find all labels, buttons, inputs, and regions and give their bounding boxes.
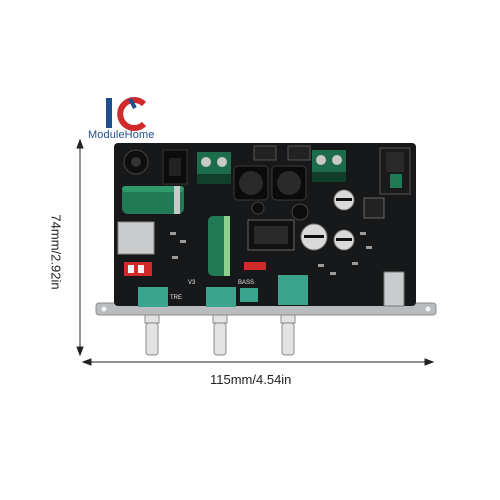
capacitor-green-left	[122, 186, 184, 214]
chip-top-1	[253, 145, 277, 161]
brand-logo	[86, 96, 176, 148]
chip-right	[363, 197, 385, 219]
height-dimension-line	[76, 138, 84, 357]
power-jack	[162, 149, 188, 185]
width-dimension-line	[81, 358, 435, 366]
capacitor-silver-1	[333, 189, 355, 211]
dip-switch	[124, 262, 152, 276]
bluetooth-module	[379, 147, 411, 195]
label-treble: TRE	[170, 295, 182, 301]
capacitor-black-1	[291, 203, 309, 221]
pot-v3	[206, 287, 236, 307]
width-dimension-label: 115mm/4.54in	[210, 372, 292, 387]
red-component	[244, 262, 266, 270]
knob-treble	[144, 314, 160, 356]
pot-small	[240, 288, 258, 302]
inductor-left	[233, 165, 269, 201]
capacitor-silver-2	[333, 229, 355, 251]
brand-name: ModuleHome	[88, 129, 155, 141]
chip-top-2	[287, 145, 311, 161]
terminal-block-right	[312, 150, 346, 182]
pot-bass	[278, 275, 308, 305]
knob-v3	[212, 314, 228, 356]
label-v3: V3	[188, 280, 196, 286]
terminal-block-left	[197, 152, 231, 184]
capacitor-black-2	[251, 201, 265, 215]
inductor-right	[271, 165, 307, 201]
knob-bass	[280, 314, 296, 356]
usb-port	[383, 271, 405, 307]
shield-box	[117, 221, 155, 255]
height-dimension-label: 74mm/2.92in	[48, 214, 64, 290]
capacitor-silver-3	[300, 223, 328, 251]
pot-treble	[138, 287, 168, 307]
capacitor-green-center	[208, 216, 230, 276]
amplifier-chip	[247, 219, 295, 251]
label-bass: BASS	[238, 280, 255, 286]
